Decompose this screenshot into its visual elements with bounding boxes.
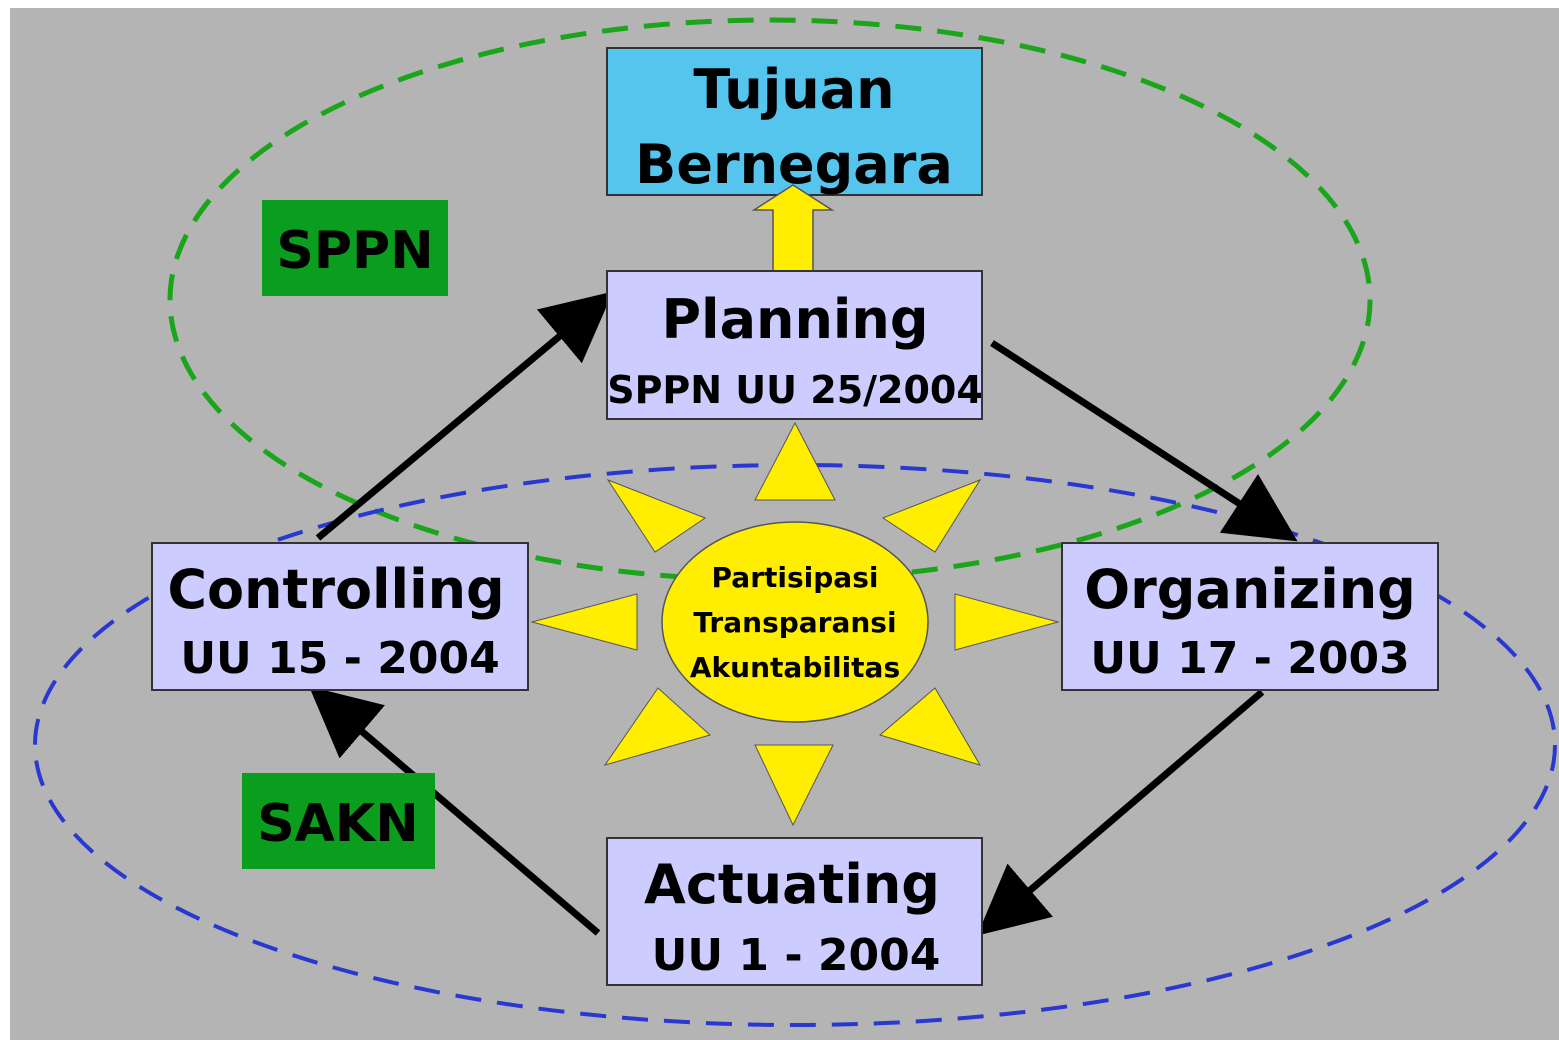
organizing-title: Organizing bbox=[1084, 558, 1416, 621]
sun-ray-top-left bbox=[606, 478, 707, 553]
controlling-box bbox=[151, 542, 529, 691]
sppn-badge-label: SPPN bbox=[276, 221, 433, 281]
goal-box bbox=[606, 47, 983, 196]
sun-ray-top-right bbox=[881, 478, 982, 553]
sppn-badge bbox=[262, 200, 448, 296]
sun-ray-bottom bbox=[754, 744, 834, 827]
actuating-title: Actuating bbox=[644, 853, 940, 916]
sun-ray-left bbox=[530, 593, 638, 651]
controlling-title: Controlling bbox=[167, 558, 504, 621]
controlling-subtitle: UU 15 - 2004 bbox=[180, 633, 499, 684]
center-sun bbox=[661, 521, 929, 723]
center-label-partisipasi: Partisipasi bbox=[712, 561, 879, 594]
arrow-organizing-to-actuating bbox=[977, 689, 1265, 936]
arrow-controlling-to-planning bbox=[315, 291, 614, 541]
planning-box bbox=[606, 270, 983, 420]
center-label-akuntabilitas: Akuntabilitas bbox=[690, 651, 900, 684]
actuating-box bbox=[606, 837, 983, 986]
planning-title: Planning bbox=[661, 288, 928, 351]
goal-line-1: Tujuan bbox=[693, 58, 894, 121]
arrow-planning-to-organizing bbox=[990, 340, 1298, 542]
sun-ray-bottom-left bbox=[603, 687, 712, 766]
planning-subtitle: SPPN UU 25/2004 bbox=[607, 368, 983, 412]
actuating-subtitle: UU 1 - 2004 bbox=[652, 930, 941, 981]
sakn-badge bbox=[242, 773, 435, 869]
arrow-up-to-goal bbox=[751, 184, 835, 281]
sun-rays bbox=[530, 421, 1060, 827]
organizing-box bbox=[1061, 542, 1439, 691]
center-label-transparansi: Transparansi bbox=[693, 606, 896, 639]
sun-ray-top bbox=[754, 421, 836, 501]
sakn-badge-label: SAKN bbox=[257, 794, 419, 854]
organizing-subtitle: UU 17 - 2003 bbox=[1090, 633, 1409, 684]
sun-ray-right bbox=[954, 593, 1060, 651]
arrow-actuating-to-controlling bbox=[309, 686, 601, 936]
sun-ray-bottom-right bbox=[878, 687, 982, 766]
